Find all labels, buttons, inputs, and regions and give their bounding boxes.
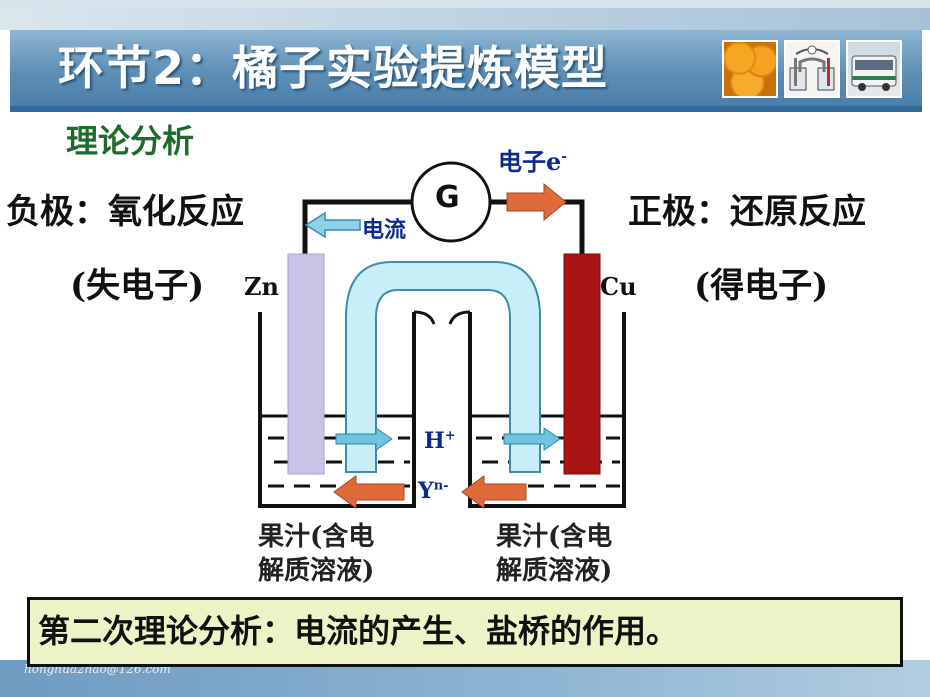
summary-text: 第二次理论分析：电流的产生、盐桥的作用。 bbox=[38, 612, 679, 650]
salt-bridge bbox=[345, 261, 541, 473]
orange-photo-thumbnail bbox=[722, 40, 778, 98]
cu-label: Cu bbox=[600, 272, 637, 301]
summary-box bbox=[27, 597, 903, 667]
cation-arrow-right bbox=[503, 427, 561, 451]
positive-electrode-note: (得电子) bbox=[694, 266, 829, 306]
current-label: 电流 bbox=[362, 217, 407, 243]
anion-label: Yn- bbox=[418, 478, 449, 504]
zn-label: Zn bbox=[244, 272, 279, 301]
electron-flow-arrow bbox=[506, 182, 567, 222]
anion-arrow-right bbox=[461, 475, 527, 509]
current-flow-arrow bbox=[304, 211, 361, 239]
left-wire bbox=[302, 199, 412, 258]
section-title: 理论分析 bbox=[66, 122, 195, 160]
header-divider bbox=[10, 106, 922, 112]
cation-label: H+ bbox=[424, 428, 456, 454]
right-beaker bbox=[468, 312, 626, 508]
negative-electrode-note: (失电子) bbox=[70, 266, 205, 306]
left-beaker-caption: 果汁(含电 解质溶液) bbox=[258, 522, 375, 586]
bus-photo-thumbnail bbox=[846, 40, 902, 98]
galvanometer-label: G bbox=[435, 180, 460, 215]
galvanometer bbox=[410, 161, 492, 243]
cu-electrode bbox=[563, 253, 601, 475]
anion-arrow-left bbox=[333, 475, 405, 509]
slide-title: 环节2：橘子实验提炼模型 bbox=[58, 41, 609, 95]
right-beaker-caption: 果汁(含电 解质溶液) bbox=[496, 522, 613, 586]
left-beaker bbox=[258, 312, 416, 508]
cation-arrow-left bbox=[335, 427, 393, 451]
zn-electrode bbox=[287, 253, 325, 475]
negative-electrode-title: 负极：氧化反应 bbox=[6, 192, 244, 232]
header-top-band bbox=[0, 0, 930, 30]
positive-electrode-title: 正极：还原反应 bbox=[628, 192, 866, 232]
apparatus-photo-thumbnail bbox=[784, 40, 840, 98]
electron-label: 电子e- bbox=[498, 147, 568, 176]
